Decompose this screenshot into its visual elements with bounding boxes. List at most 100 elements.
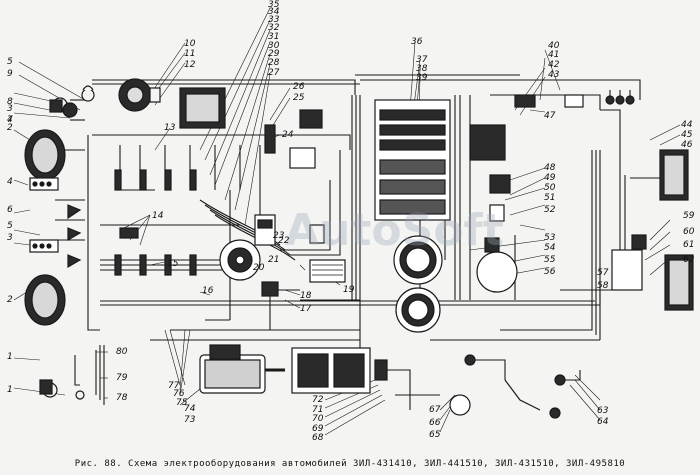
- battery-switch-icon: [374, 359, 388, 381]
- callout-number: 24: [282, 130, 294, 140]
- ignition-coil-main-icon: [254, 214, 276, 246]
- callout-number: 34: [268, 7, 280, 17]
- callout-number: 17: [300, 304, 312, 314]
- switch-icon: [631, 234, 647, 250]
- callout-number: 23: [273, 231, 285, 241]
- callout-number: 3: [7, 233, 13, 243]
- callout-number: 31: [268, 32, 279, 42]
- resistor-module-icon: [309, 259, 346, 283]
- callout-number: 69: [312, 424, 324, 434]
- callout-number: 26: [293, 82, 305, 92]
- callout-number: 19: [343, 285, 355, 295]
- voltage-regulator-icon: [179, 87, 226, 129]
- callout-number: 79: [116, 373, 128, 383]
- callout-number: 54: [544, 243, 556, 253]
- callout-number: 13: [164, 123, 176, 133]
- callout-number: 42: [548, 60, 560, 70]
- callout-number: 30: [268, 41, 280, 51]
- switch-icon: [489, 204, 505, 222]
- callout-number: 60: [683, 227, 695, 237]
- callout-number: 32: [268, 23, 280, 33]
- lamp-icon: [67, 227, 82, 242]
- headlamp-lower-left: [24, 274, 66, 326]
- side-lamp-top-left: [49, 97, 78, 118]
- tachometer-icon: [395, 287, 441, 333]
- callout-number: 5: [7, 221, 13, 231]
- lamp-icon: [67, 254, 82, 269]
- callout-number: 70: [312, 414, 324, 424]
- callout-number: 37: [416, 55, 428, 65]
- callout-number: 77: [168, 381, 180, 391]
- components: [24, 78, 694, 419]
- starter-motor-icon: [199, 344, 285, 394]
- fuse-panel-icon: [374, 99, 451, 221]
- callout-numbers: 1122334455678910111213141516171819202122…: [7, 0, 695, 443]
- connector-block-lower: [29, 239, 59, 253]
- callout-number: 29: [268, 49, 280, 59]
- callout-number: 68: [312, 433, 324, 443]
- callout-number: 35: [268, 0, 280, 10]
- callout-number: 22: [278, 236, 290, 246]
- relay-icon: [514, 94, 536, 108]
- callout-number: 41: [548, 50, 559, 60]
- callout-number: 14: [152, 211, 164, 221]
- callout-number: 75: [176, 398, 188, 408]
- callout-number: 27: [268, 68, 280, 78]
- callout-number: 53: [544, 233, 556, 243]
- relay-box-icon: [469, 124, 506, 161]
- callout-number: 36: [411, 37, 423, 47]
- callout-number: 67: [429, 405, 441, 415]
- callout-number: 49: [544, 173, 556, 183]
- gauge-icon: [476, 251, 518, 293]
- side-lamp-bottom-left: [39, 379, 58, 398]
- callout-number: 47: [544, 111, 556, 121]
- callout-number: 76: [173, 389, 185, 399]
- callout-number: 46: [681, 140, 693, 150]
- connector-block-upper: [29, 177, 59, 191]
- callout-number: 4: [7, 177, 13, 187]
- callout-number: 9: [7, 69, 13, 79]
- callout-number: 52: [544, 205, 556, 215]
- callout-number: 80: [116, 347, 128, 357]
- callout-number: 3: [7, 104, 13, 114]
- callout-number: 55: [544, 255, 556, 265]
- callout-number: 62: [683, 255, 695, 265]
- callout-number: 4: [7, 115, 13, 125]
- generator-icon: [118, 78, 161, 112]
- switch-icon: [289, 147, 316, 169]
- callout-number: 11: [184, 49, 195, 59]
- ignition-coil-icon: [119, 227, 139, 239]
- callout-number: 65: [429, 430, 441, 440]
- callout-number: 64: [597, 417, 609, 427]
- callout-number: 18: [300, 291, 312, 301]
- callout-number: 48: [544, 163, 556, 173]
- callout-number: 7: [7, 115, 13, 125]
- spark-plug-row-lower: [114, 254, 197, 276]
- lamp-icon: [67, 204, 82, 220]
- callout-number: 44: [681, 120, 693, 130]
- callout-number: 51: [544, 193, 555, 203]
- callout-number: 16: [202, 286, 214, 296]
- callout-number: 58: [597, 281, 609, 291]
- callout-number: 72: [312, 395, 324, 405]
- callout-number: 63: [597, 406, 609, 416]
- horn-bottom-icon: [75, 390, 85, 400]
- callout-number: 8: [7, 97, 13, 107]
- callout-number: 57: [597, 268, 609, 278]
- callout-number: 59: [683, 211, 695, 221]
- callout-number: 1: [7, 385, 13, 395]
- connector-block-right: [611, 249, 643, 291]
- callout-number: 74: [184, 404, 196, 414]
- callout-number: 40: [548, 41, 560, 51]
- brake-switch-icon: [504, 379, 541, 411]
- callout-number: 25: [293, 93, 305, 103]
- callout-number: 28: [268, 58, 280, 68]
- horn-icon: [81, 85, 95, 102]
- callout-number: 33: [268, 15, 280, 25]
- figure-caption: Рис. 88. Схема электрооборудования автом…: [74, 459, 626, 469]
- callout-number: 39: [416, 73, 428, 83]
- callout-number: 2: [7, 295, 13, 305]
- callout-number: 21: [268, 255, 279, 265]
- relay-icon: [564, 94, 584, 108]
